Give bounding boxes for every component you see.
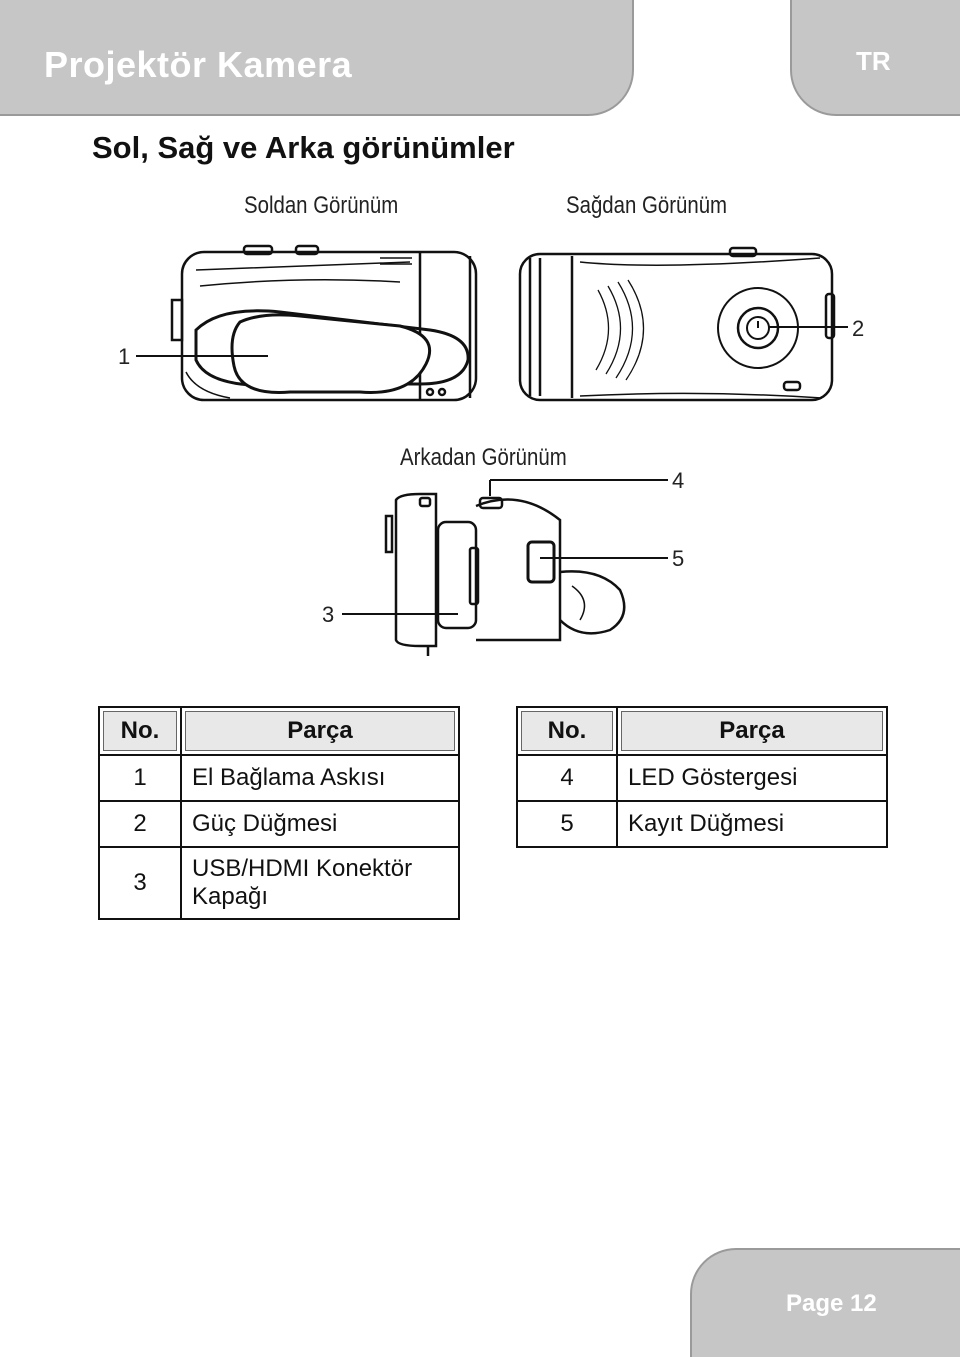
back-view-camera-illustration [384,492,626,656]
header-part: Parça [180,706,460,756]
callout-5: 5 [672,546,685,571]
language-label: TR [856,46,891,76]
callout-1: 1 [118,344,131,369]
table-row: 5 Kayıt Düğmesi [516,800,888,848]
row-part: Güç Düğmesi [180,800,460,848]
table-row: 1 El Bağlama Askısı [98,754,460,802]
left-view-label: Soldan Görünüm [244,192,399,219]
section-title: Sol, Sağ ve Arka görünümler [92,130,515,165]
right-view-label: Sağdan Görünüm [566,192,728,219]
header-tab [0,0,634,116]
row-part: Kayıt Düğmesi [616,800,888,848]
header-number: No. [98,706,182,756]
header-part: Parça [616,706,888,756]
parts-table-left: No. Parça 1 El Bağlama Askısı 2 Güç Düğm… [98,706,460,920]
right-view-camera-illustration [518,246,836,402]
callout-3: 3 [322,602,335,627]
row-part: USB/HDMI Konektör Kapağı [180,846,460,920]
row-number: 2 [98,800,182,848]
back-view-label: Arkadan Görünüm [400,444,567,471]
callout-4: 4 [672,468,685,493]
table-row: 4 LED Göstergesi [516,754,888,802]
row-number: 5 [516,800,618,848]
page-number: Page 12 [786,1290,877,1317]
table-row: 2 Güç Düğmesi [98,800,460,848]
row-part: El Bağlama Askısı [180,754,460,802]
table-row: 3 USB/HDMI Konektör Kapağı [98,846,460,920]
row-part: LED Göstergesi [616,754,888,802]
row-number: 1 [98,754,182,802]
language-tab [790,0,960,116]
camera-diagrams [136,244,848,656]
left-view-camera-illustration [170,244,478,402]
document-title: Projektör Kamera [44,44,353,85]
header-number: No. [516,706,618,756]
callout-2: 2 [852,316,865,341]
row-number: 4 [516,754,618,802]
footer-tab [690,1248,960,1357]
parts-table-right: No. Parça 4 LED Göstergesi 5 Kayıt Düğme… [516,706,888,848]
row-number: 3 [98,846,182,920]
